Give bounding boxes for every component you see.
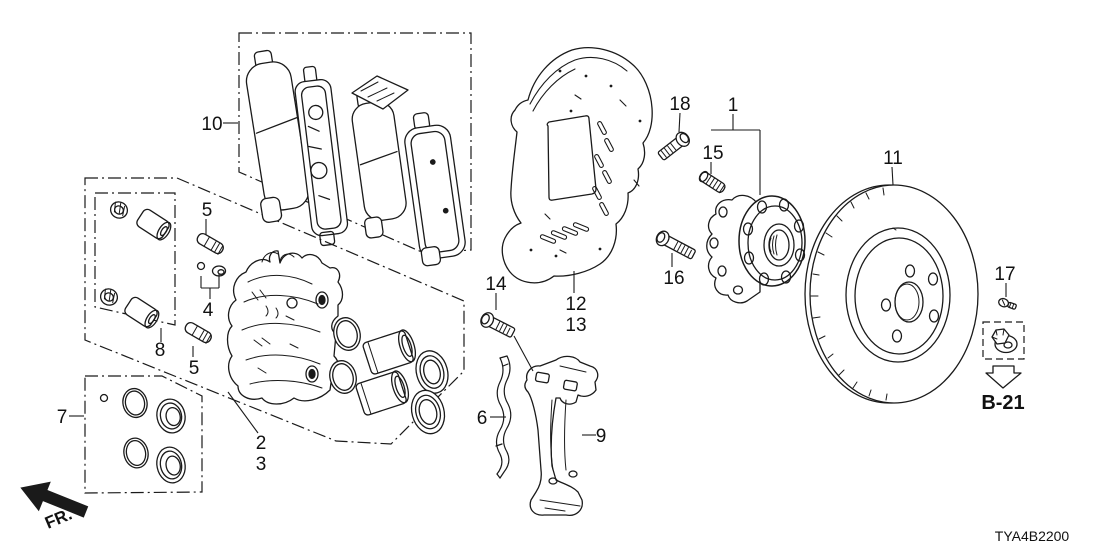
bushing-sleeve <box>124 296 160 329</box>
leader-18 <box>678 112 681 133</box>
leader-lines <box>69 112 1007 436</box>
bushing-cap <box>99 288 119 306</box>
callout-4: 4 <box>203 300 214 321</box>
piston-seal <box>329 360 357 394</box>
leader-4 <box>200 274 220 299</box>
callout-15: 15 <box>702 143 723 164</box>
leader-11 <box>891 166 894 186</box>
caliper-guide-pin-lower <box>184 321 212 344</box>
callout-3: 3 <box>256 454 267 475</box>
piston-boot <box>415 350 449 394</box>
spindle-nut <box>991 328 1018 354</box>
seal-kit-box <box>84 375 203 494</box>
spindle-nut-box <box>982 321 1025 360</box>
caliper-seal-kit <box>99 387 186 484</box>
callout-1: 1 <box>728 95 739 116</box>
bushing-kit-box <box>94 192 176 326</box>
brake-rotor <box>804 184 979 404</box>
pad-shim-packet <box>351 75 409 110</box>
b21-arrow-icon <box>985 365 1022 389</box>
diagram-code: TYA4B2200 <box>995 528 1070 544</box>
callout-5-upper: 5 <box>202 200 213 221</box>
leader-1 <box>711 114 761 195</box>
flange-bolt-18 <box>657 131 690 161</box>
brake-pad-backing <box>404 112 466 267</box>
callout-10: 10 <box>201 114 222 135</box>
flange-bolt-16 <box>655 230 696 260</box>
caliper-bracket <box>524 355 599 516</box>
brake-pad-spring-plate <box>294 65 349 247</box>
brake-pad-inner <box>351 90 407 239</box>
piston-boot <box>410 389 446 435</box>
hub-bearing-assembly <box>706 194 806 304</box>
callout-13: 13 <box>565 315 586 336</box>
callout-9: 9 <box>596 426 607 447</box>
flange-bolt-14 <box>480 312 516 338</box>
bushing-sleeve <box>136 208 172 241</box>
caliper-piston <box>362 329 417 375</box>
brake-pad-set <box>245 49 466 267</box>
fr-arrow-icon <box>20 481 89 518</box>
callout-14: 14 <box>485 274 507 295</box>
bushing-cap <box>109 201 129 219</box>
caliper-piston <box>355 370 410 416</box>
callout-8: 8 <box>155 340 166 361</box>
splash-guard <box>501 47 653 284</box>
caliper-guide-pin-upper <box>196 232 224 255</box>
pad-retainer-clip <box>495 355 512 479</box>
caliper-bushing-kit <box>99 201 172 329</box>
caliper-group-boundary <box>84 177 465 445</box>
callout-2: 2 <box>256 433 267 454</box>
callout-17: 17 <box>994 264 1015 285</box>
rotor-set-screw <box>998 297 1017 310</box>
callout-labels: 10 5 4 8 5 7 2 3 6 9 14 12 13 18 15 16 1… <box>57 94 1016 475</box>
brake-pad-outer <box>245 49 310 223</box>
piston-seal <box>333 317 361 351</box>
callout-5-lower: 5 <box>189 358 200 379</box>
pin-boot-set <box>196 261 227 277</box>
callout-6: 6 <box>477 408 488 429</box>
callout-11: 11 <box>883 148 903 169</box>
callout-18: 18 <box>669 94 690 115</box>
callout-12: 12 <box>565 294 586 315</box>
cross-reference-label: B-21 <box>981 392 1024 414</box>
stud-bolt-15 <box>698 170 726 194</box>
front-direction-marker: FR. <box>20 481 89 533</box>
callout-16: 16 <box>663 268 684 289</box>
leader-14 <box>495 293 534 372</box>
callout-7: 7 <box>57 407 68 428</box>
leader-2-3 <box>227 391 259 434</box>
brake-caliper-body <box>226 250 344 405</box>
